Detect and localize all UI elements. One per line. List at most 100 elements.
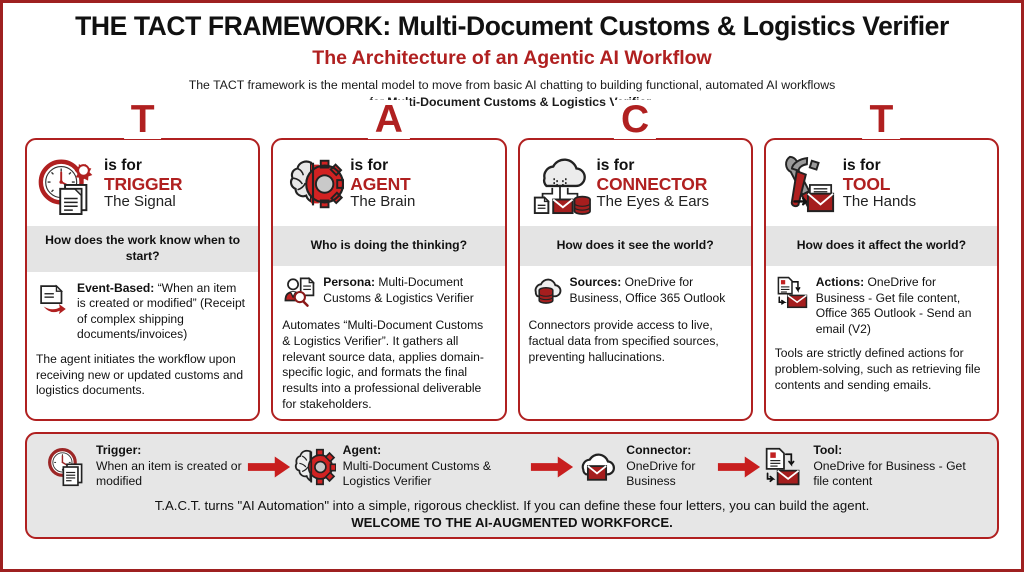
card-detail-value-trigger: “When an item is created or modified” (R… bbox=[77, 281, 246, 342]
is-for-label-1: is for bbox=[104, 157, 142, 175]
clock-documents-icon bbox=[45, 446, 89, 488]
cloud-network-icon bbox=[529, 153, 591, 216]
cards-row: T bbox=[3, 100, 1021, 422]
card-body-agent: is for AGENT The Brain Who is doing the … bbox=[271, 138, 507, 422]
card-detail-text-agent: Persona: Multi-Document Customs & Logist… bbox=[323, 275, 494, 306]
card-head-tool: is for TOOL The Hands bbox=[766, 140, 997, 226]
brain-gear-icon bbox=[282, 153, 345, 215]
card-head-connector: is for CONNECTOR The Eyes & Ears bbox=[520, 140, 751, 226]
is-for-label-3: is for bbox=[596, 157, 635, 175]
flow-text-connector: Connector: OneDrive for Business bbox=[626, 443, 716, 489]
persona-magnifier-icon bbox=[282, 275, 316, 309]
card-keyword-agent: AGENT bbox=[350, 174, 411, 195]
flow-label-connector: Connector: bbox=[626, 443, 692, 458]
flow-step-agent: Agent: Multi-Document Customs & Logistic… bbox=[292, 443, 530, 489]
page-subtitle: The Architecture of an Agentic AI Workfl… bbox=[312, 46, 712, 69]
card-body-tool: is for TOOL The Hands How does it affect… bbox=[763, 138, 999, 422]
card-letter-c: C bbox=[614, 100, 657, 140]
document-to-mail-icon bbox=[762, 446, 806, 488]
card-trigger: T bbox=[25, 100, 261, 422]
card-detail-value-connector: OneDrive for Business, Office 365 Outloo… bbox=[569, 275, 726, 305]
brain-gear-icon bbox=[292, 446, 336, 488]
card-tagline-trigger: The Signal bbox=[104, 193, 176, 210]
is-for-label-4: is for bbox=[842, 157, 881, 175]
card-note-agent: Automates “Multi-Document Customs & Logi… bbox=[282, 318, 484, 411]
card-note-trigger: The agent initiates the workflow upon re… bbox=[36, 351, 244, 398]
card-detail-label-agent: Persona: bbox=[323, 275, 376, 290]
flow-label-agent: Agent: bbox=[342, 443, 382, 458]
cloud-database-icon bbox=[529, 275, 563, 309]
flow-step-tool: Tool: OneDrive for Business - Get file c… bbox=[762, 443, 979, 489]
clock-documents-icon bbox=[36, 153, 98, 216]
page-title: THE TACT FRAMEWORK: Multi-Document Custo… bbox=[75, 11, 949, 41]
flow-text-tool: Tool: OneDrive for Business - Get file c… bbox=[813, 443, 979, 489]
card-detail-text-tool: Actions: OneDrive for Business - Get fil… bbox=[816, 275, 987, 337]
flow-label-tool: Tool: bbox=[813, 443, 843, 458]
card-content-agent: Persona: Multi-Document Customs & Logist… bbox=[273, 266, 504, 419]
card-question-trigger: How does the work know when to start? bbox=[27, 226, 259, 272]
card-tagline-agent: The Brain bbox=[350, 193, 416, 210]
flow-strip: Trigger: When an item is created or modi… bbox=[25, 432, 999, 539]
card-detail-text-connector: Sources: OneDrive for Business, Office 3… bbox=[570, 275, 741, 306]
card-head-text-connector: is for CONNECTOR The Eyes & Ears bbox=[597, 158, 710, 210]
flow-text-trigger: Trigger: When an item is created or modi… bbox=[96, 443, 246, 489]
card-detail-label-connector: Sources: bbox=[569, 275, 622, 290]
document-to-mail-icon bbox=[775, 275, 809, 309]
card-tool: T bbox=[763, 100, 999, 422]
document-arrow-icon bbox=[36, 281, 70, 315]
card-content-tool: Actions: OneDrive for Business - Get fil… bbox=[766, 266, 997, 401]
header: THE TACT FRAMEWORK: Multi-Document Custo… bbox=[3, 3, 1021, 110]
card-question-connector: How does it see the world? bbox=[519, 226, 751, 267]
card-detail-label-tool: Actions: bbox=[815, 275, 865, 290]
right-arrow-icon bbox=[529, 455, 575, 479]
page-description: The TACT framework is the mental model t… bbox=[17, 77, 1007, 110]
card-tagline-tool: The Hands bbox=[842, 193, 917, 210]
card-keyword-tool: TOOL bbox=[842, 174, 891, 195]
flow-value-trigger: When an item is created or modified bbox=[96, 458, 242, 489]
card-tagline-connector: The Eyes & Ears bbox=[596, 193, 710, 210]
right-arrow-icon bbox=[716, 455, 762, 479]
card-head-trigger: is for TRIGGER The Signal bbox=[27, 140, 258, 226]
card-agent: A bbox=[271, 100, 507, 422]
card-connector: C bbox=[517, 100, 753, 422]
card-detail-row-agent: Persona: Multi-Document Customs & Logist… bbox=[282, 275, 494, 309]
flow-value-agent: Multi-Document Customs & Logistics Verif… bbox=[342, 458, 491, 489]
card-letter-t1: T bbox=[123, 100, 162, 140]
card-body-trigger: is for TRIGGER The Signal How does the w… bbox=[25, 138, 261, 422]
wrench-hammer-mail-icon bbox=[775, 153, 837, 215]
right-arrow-icon bbox=[246, 455, 292, 479]
card-detail-label-trigger: Event-Based: bbox=[77, 281, 155, 295]
cloud-mail-icon bbox=[575, 446, 619, 488]
flow-step-connector: Connector: OneDrive for Business bbox=[575, 443, 716, 489]
card-question-tool: How does it affect the world? bbox=[765, 226, 997, 267]
card-head-text-tool: is for TOOL The Hands bbox=[843, 158, 916, 210]
card-letter-a: A bbox=[367, 100, 410, 140]
card-head-agent: is for AGENT The Brain bbox=[273, 140, 504, 226]
footer-line-2: WELCOME TO THE AI-AUGMENTED WORKFORCE. bbox=[351, 514, 673, 530]
is-for-label-2: is for bbox=[350, 157, 389, 175]
flow-footer: T.A.C.T. turns "AI Automation" into a si… bbox=[37, 497, 987, 530]
card-detail-value-agent: Multi-Document Customs & Logistics Verif… bbox=[323, 275, 474, 305]
flow-step-trigger: Trigger: When an item is created or modi… bbox=[45, 443, 246, 489]
card-detail-row-tool: Actions: OneDrive for Business - Get fil… bbox=[775, 275, 987, 337]
card-detail-text-trigger: Event-Based: “When an item is created or… bbox=[77, 281, 248, 343]
flow-steps-row: Trigger: When an item is created or modi… bbox=[37, 442, 987, 489]
card-content-connector: Sources: OneDrive for Business, Office 3… bbox=[520, 266, 751, 373]
card-detail-value-tool: OneDrive for Business - Get file content… bbox=[815, 275, 972, 336]
card-head-text-trigger: is for TRIGGER The Signal bbox=[104, 157, 183, 210]
card-note-tool: Tools are strictly defined actions for p… bbox=[774, 346, 981, 392]
flow-label-trigger: Trigger: bbox=[96, 443, 142, 458]
card-head-text-agent: is for AGENT The Brain bbox=[350, 158, 415, 210]
card-detail-row-connector: Sources: OneDrive for Business, Office 3… bbox=[529, 275, 741, 309]
flow-value-tool: OneDrive for Business - Get file content bbox=[813, 458, 966, 489]
card-letter-t2: T bbox=[862, 100, 901, 140]
description-bold: Multi-Document Customs & Logistics Verif… bbox=[387, 94, 652, 109]
description-line-1: The TACT framework is the mental model t… bbox=[188, 78, 836, 93]
flow-text-agent: Agent: Multi-Document Customs & Logistic… bbox=[343, 443, 530, 489]
card-keyword-trigger: TRIGGER bbox=[104, 174, 183, 195]
card-question-agent: Who is doing the thinking? bbox=[273, 226, 505, 267]
flow-value-connector: OneDrive for Business bbox=[626, 458, 696, 489]
card-note-connector: Connectors provide access to live, factu… bbox=[528, 318, 719, 364]
card-body-connector: is for CONNECTOR The Eyes & Ears How doe… bbox=[517, 138, 753, 422]
